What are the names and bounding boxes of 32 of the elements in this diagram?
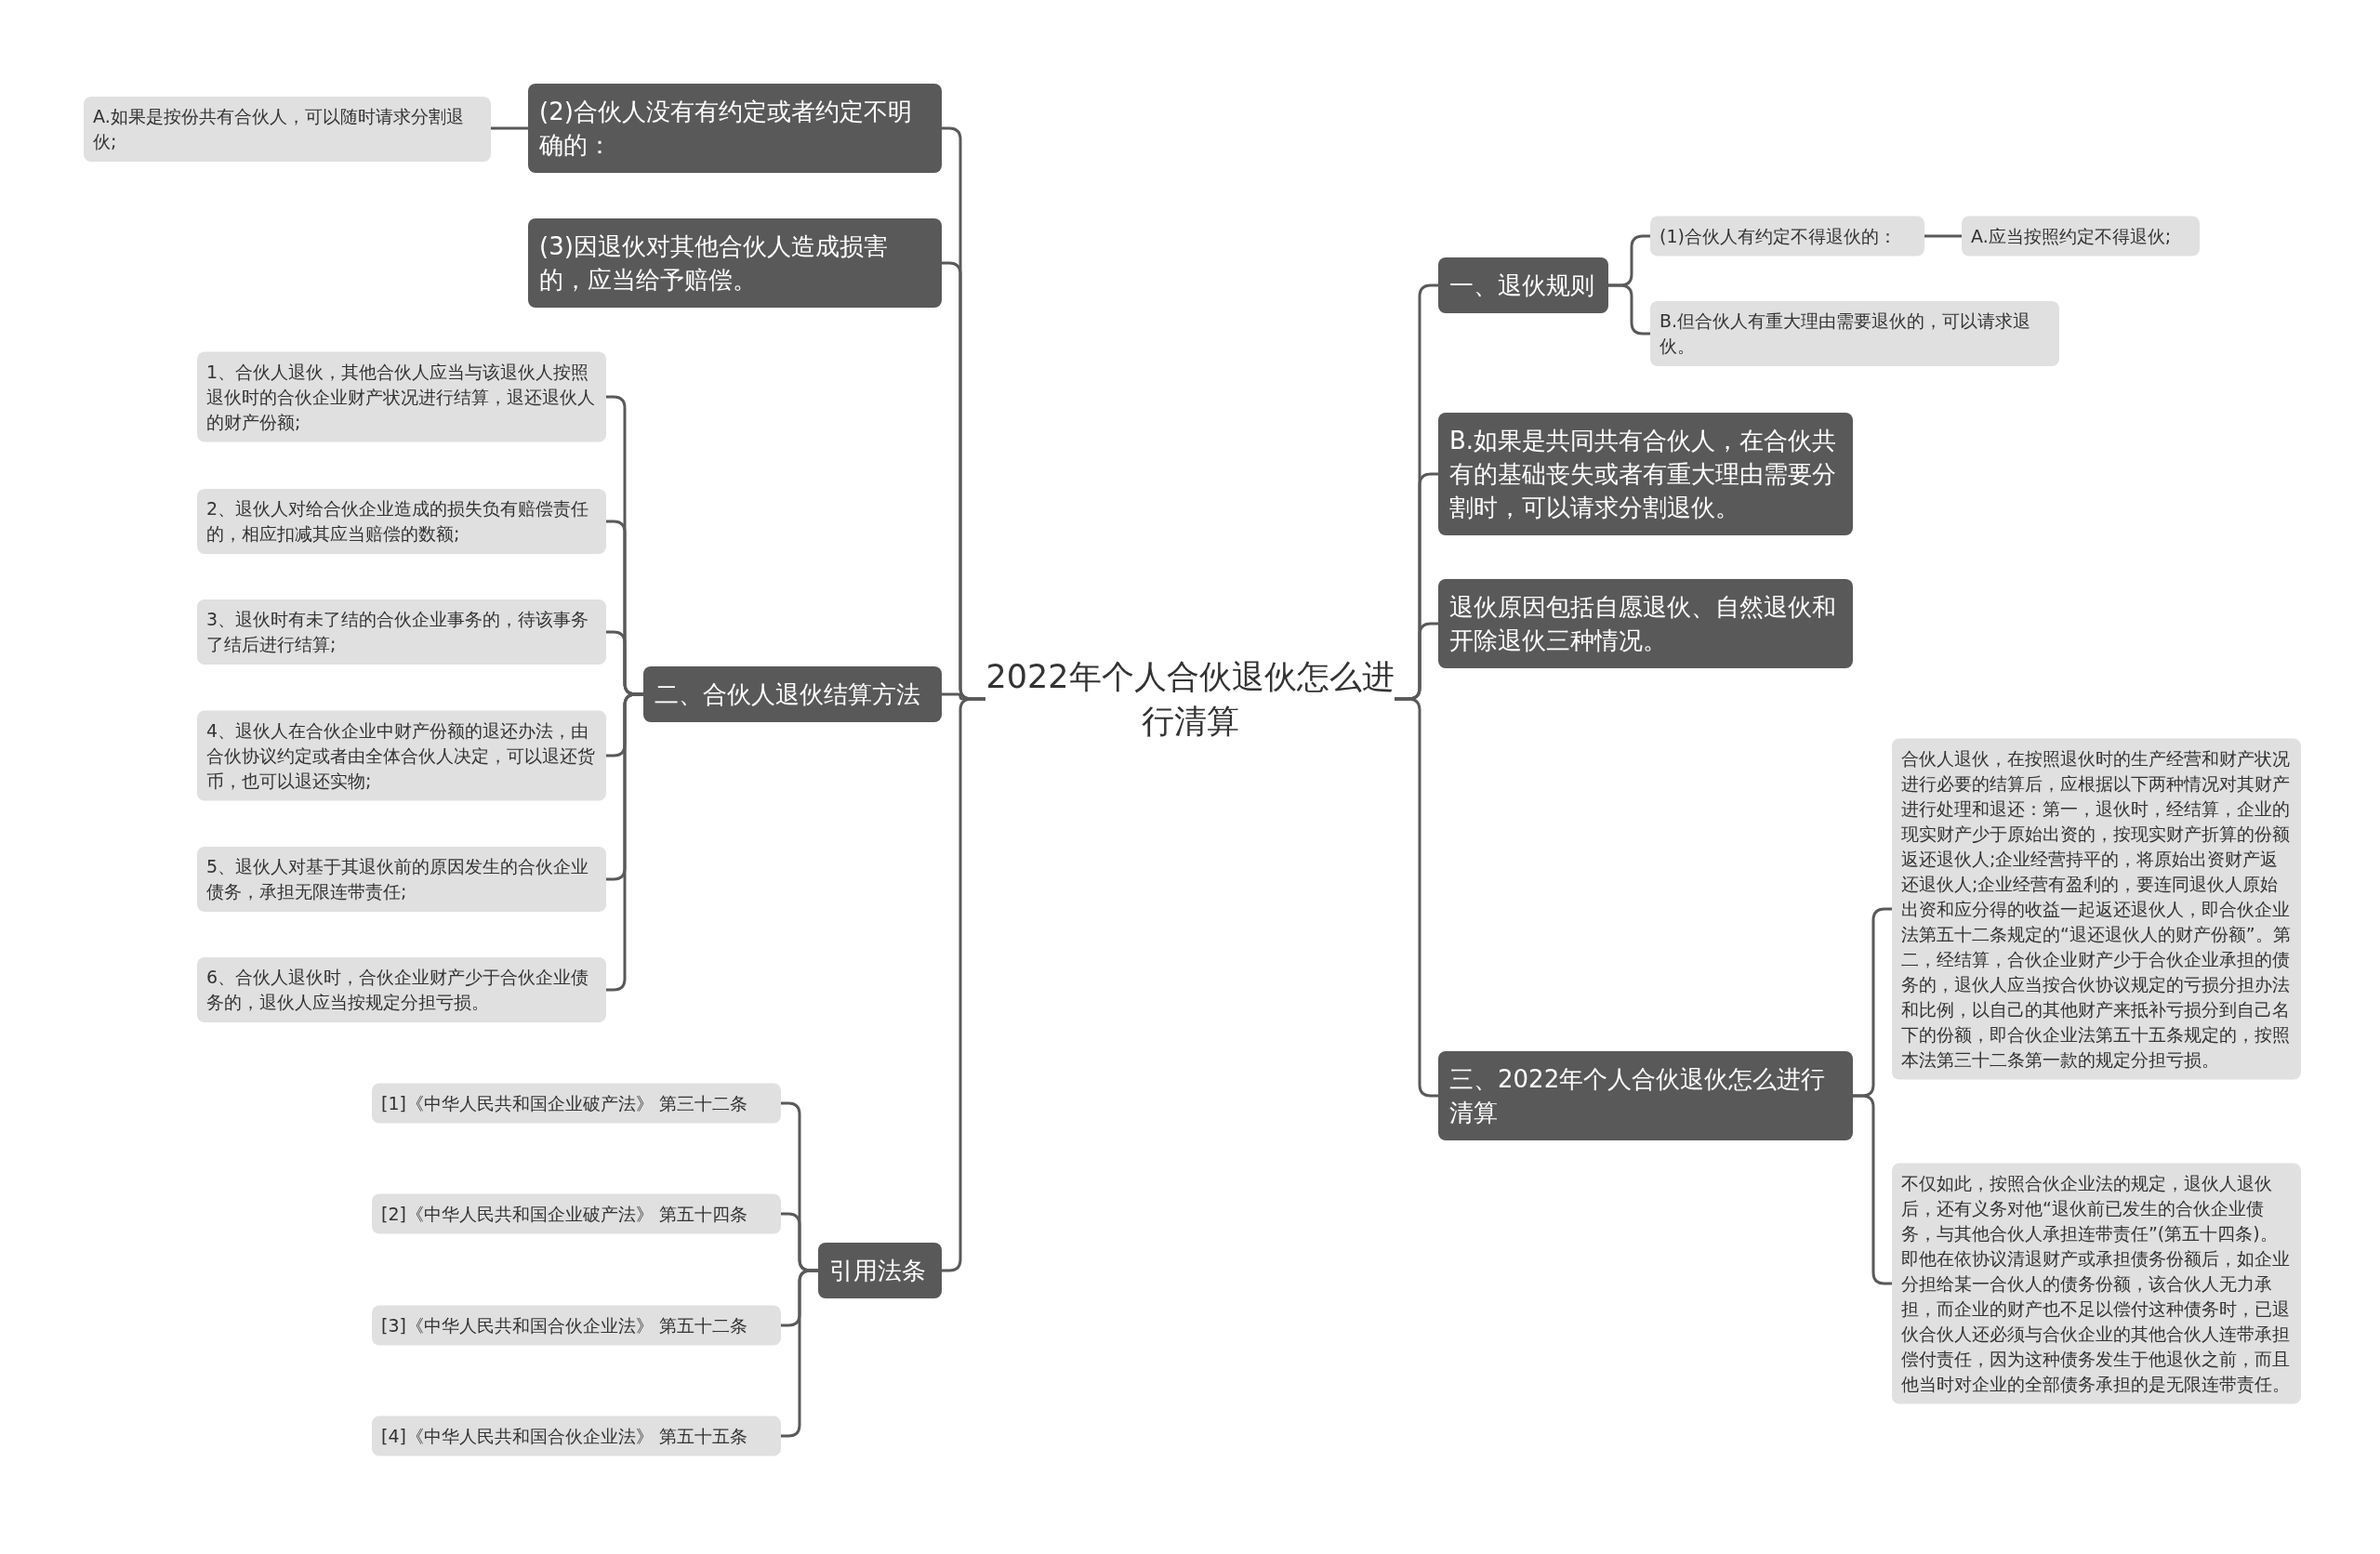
subtopic-box: 4、退伙人在合伙企业中财产份额的退还办法，由合伙协议约定或者由全体合伙人决定，可以退还货币，也可以退还实物; [197,710,606,801]
central-topic: 2022年个人合伙退伙怎么进行清算 [985,654,1395,744]
connector-line [1924,234,1962,238]
subtopic-box: [2]《中华人民共和国企业破产法》 第五十四条 [372,1193,781,1234]
connector-line [781,1269,818,1438]
subtopic-box: [1]《中华人民共和国企业破产法》 第三十二条 [372,1083,781,1124]
subtopic-box: A.应当按照约定不得退伙; [1962,216,2200,257]
note-box: 不仅如此，按照合伙企业法的规定，退伙人退伙后，还有义务对他“退伙前已发生的合伙企业债务，与其他合伙人承担连带责任”(第五十四条)。即他在依协议清退财产或承担债务份额后，如企业分担给某一合伙人的债务份额，该合伙人无力承担，而企业的财产也不足以偿付这种债务时，已退伙合伙人还必须与合伙企业的其他合伙人连带承担偿付责任，因为这种债务发生于他退伙之前，而且他当时对企业的全部债务承担的是无限连带责任。 [1892,1163,2301,1404]
topic-box: 引用法条 [818,1243,942,1298]
connector-line [606,692,643,992]
topic-box: 三、2022年个人合伙退伙怎么进行清算 [1438,1051,1853,1140]
subtopic-box: A.如果是按份共有合伙人，可以随时请求分割退伙; [84,97,491,162]
topic-box: (2)合伙人没有有约定或者约定不明确的： [528,84,942,173]
topic-box: B.如果是共同共有合伙人，在合伙共有的基础丧失或者有重大理由需要分割时，可以请求分割退伙。 [1438,413,1853,535]
subtopic-box: 1、合伙人退伙，其他合伙人应当与该退伙人按照退伙时的合伙企业财产状况进行结算，退还退伙人的财产份额; [197,351,606,442]
topic-box: 退伙原因包括自愿退伙、自然退伙和开除退伙三种情况。 [1438,579,1853,668]
connector-line [1395,697,1438,1098]
subtopic-box: B.但合伙人有重大理由需要退伙的，可以请求退伙。 [1650,301,2059,366]
connector-line [1853,1094,1892,1285]
subtopic-box: 5、退伙人对基于其退伙前的原因发生的合伙企业债务，承担无限连带责任; [197,847,606,912]
subtopic-box: [3]《中华人民共和国合伙企业法》 第五十二条 [372,1305,781,1346]
topic-box: 一、退伙规则 [1438,257,1608,313]
subtopic-box: 2、退伙人对给合伙企业造成的损失负有赔偿责任的，相应扣减其应当赔偿的数额; [197,489,606,554]
note-box: 合伙人退伙，在按照退伙时的生产经营和财产状况进行必要的结算后，应根据以下两种情况对其财产进行处理和退还：第一，退伙时，经结算，企业的现实财产少于原始出资的，按现实财产折算的份额返还退伙人;企业经营持平的，将原始出资财产返还退伙人;企业经营有盈利的，要连同退伙人原始出资和应分得的收益一起返还退伙人，即合伙企业法第五十二条规定的“退还退伙人的财产份额”。第二，经结算，合伙企业财产少于合伙企业承担的债务的，退伙人应当按合伙协议规定的亏损分担办法和比例，以自己的其他财产来抵补亏损分到自己名下的份额，即合伙企业法第五十五条规定的，按照本法第三十二条第一款的规定分担亏损。 [1892,738,2301,1080]
subtopic-box: 3、退伙时有未了结的合伙企业事务的，待该事务了结后进行结算; [197,599,606,665]
subtopic-box: 6、合伙人退伙时，合伙企业财产少于合伙企业债务的，退伙人应当按规定分担亏损。 [197,957,606,1022]
subtopic-box: [4]《中华人民共和国合伙企业法》 第五十五条 [372,1416,781,1456]
topic-box: 二、合伙人退伙结算方法 [643,666,942,722]
connector-line [1608,283,1650,336]
subtopic-box: (1)合伙人有约定不得退伙的： [1650,216,1924,257]
topic-box: (3)因退伙对其他合伙人造成损害的，应当给予赔偿。 [528,218,942,308]
connector-line [491,126,528,130]
